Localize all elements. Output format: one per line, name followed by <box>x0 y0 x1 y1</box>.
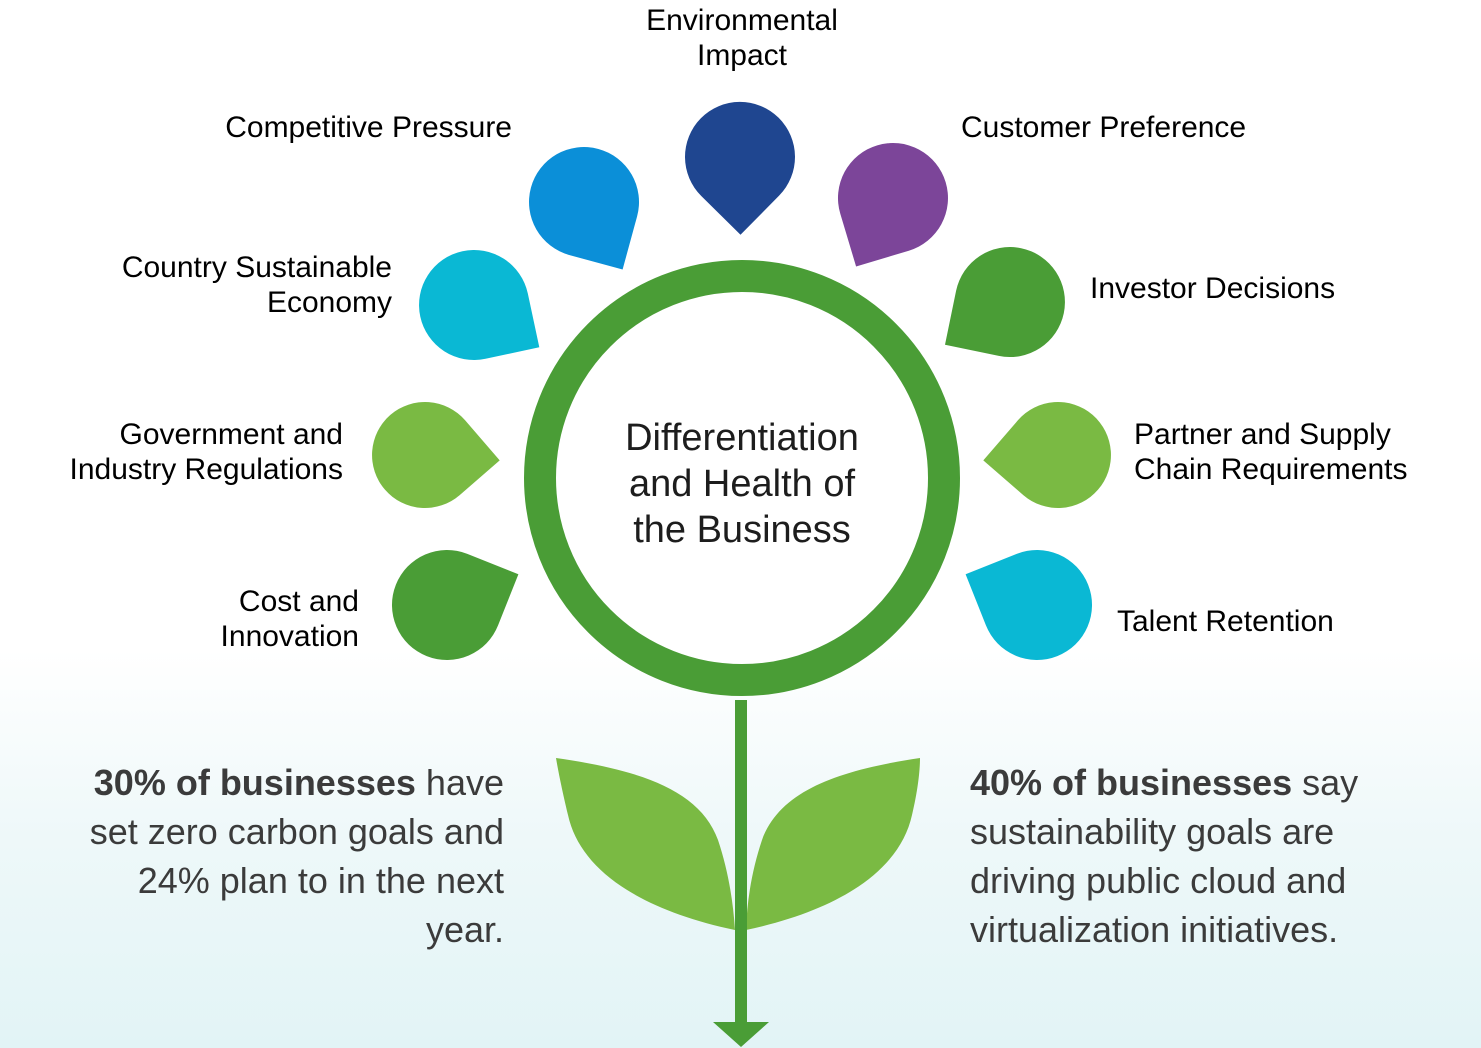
label-investor-decisions: Investor Decisions <box>1090 272 1336 305</box>
stat-left: 30% of businesses have set zero carbon g… <box>52 758 504 954</box>
leaf-right <box>746 758 920 930</box>
stat-right-text: say sustainability goals are driving pub… <box>970 762 1359 950</box>
petal-investor-decisions <box>945 247 1065 358</box>
label-competitive-pressure: Competitive Pressure <box>225 111 512 144</box>
petal-customer-preference <box>837 143 948 267</box>
petal-talent-retention <box>965 550 1093 661</box>
label-country-sustainable-economy: Country Sustainable Economy <box>121 251 392 319</box>
label-cost-and-innovation: Cost and Innovation <box>220 585 359 653</box>
leaf-left <box>556 758 735 930</box>
label-government-and-industry-regulations: Government and Industry Regulations <box>69 418 344 486</box>
stat-right: 40% of businesses say sustainability goa… <box>970 758 1440 954</box>
label-talent-retention: Talent Retention <box>1117 605 1334 638</box>
petal-country-sustainable-economy <box>419 250 540 361</box>
petal-cost-and-innovation <box>391 550 519 661</box>
petal-government-and-industry-regulations <box>372 402 500 509</box>
stem <box>735 700 747 1025</box>
stat-left-text: have set zero carbon goals and 24% plan … <box>89 762 504 950</box>
stat-left-highlight: 30% of businesses <box>93 762 416 803</box>
label-environmental-impact: Environmental Impact <box>646 4 838 72</box>
stem-arrow-icon <box>713 1022 769 1047</box>
center-ring <box>524 260 960 696</box>
stat-right-highlight: 40% of businesses <box>970 762 1293 803</box>
petal-competitive-pressure <box>529 147 640 270</box>
label-customer-preference: Customer Preference <box>961 111 1247 144</box>
petal-environmental-impact <box>684 101 795 235</box>
petal-partner-and-supply-chain-requirements <box>983 402 1111 509</box>
label-partner-and-supply-chain-requirements: Partner and Supply Chain Requirements <box>1134 418 1408 486</box>
center-title: Differentiation and Health of the Busine… <box>625 417 859 551</box>
